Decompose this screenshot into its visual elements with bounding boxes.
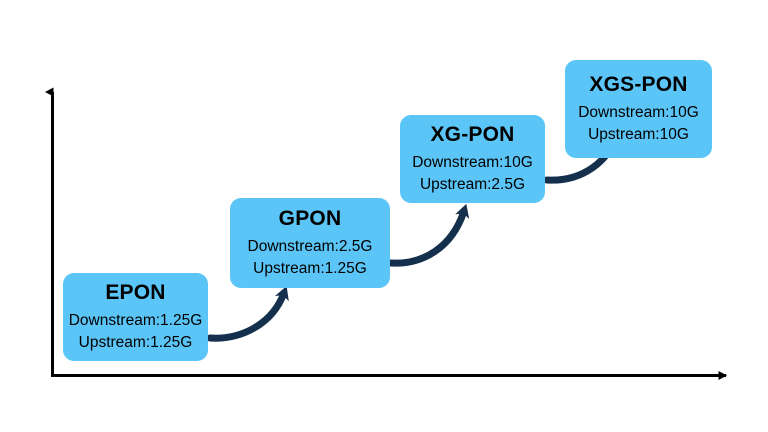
- arrow-epon-to-gpon: [206, 285, 289, 342]
- node-box-xg-pon[interactable]: XG-PON Downstream:10G Upstream:2.5G: [400, 115, 545, 203]
- node-downstream: Downstream:10G: [578, 103, 699, 121]
- node-box-gpon[interactable]: GPON Downstream:2.5G Upstream:1.25G: [230, 198, 390, 288]
- node-title: XG-PON: [430, 123, 515, 147]
- node-downstream: Downstream:1.25G: [68, 311, 203, 329]
- node-upstream: Upstream:10G: [588, 125, 689, 143]
- node-downstream: Downstream:10G: [412, 153, 533, 171]
- node-title: XGS-PON: [589, 73, 688, 97]
- node-title: EPON: [105, 281, 166, 305]
- node-box-epon[interactable]: EPON Downstream:1.25G Upstream:1.25G: [63, 273, 208, 361]
- node-upstream: Upstream:2.5G: [419, 175, 526, 193]
- arrow-gpon-to-xgpon: [387, 203, 470, 267]
- node-upstream: Upstream:1.25G: [78, 333, 193, 351]
- node-upstream: Upstream:1.25G: [253, 259, 367, 277]
- node-title: GPON: [278, 207, 342, 231]
- node-box-xgs-pon[interactable]: XGS-PON Downstream:10G Upstream:10G: [565, 60, 712, 158]
- node-downstream: Downstream:2.5G: [247, 237, 373, 255]
